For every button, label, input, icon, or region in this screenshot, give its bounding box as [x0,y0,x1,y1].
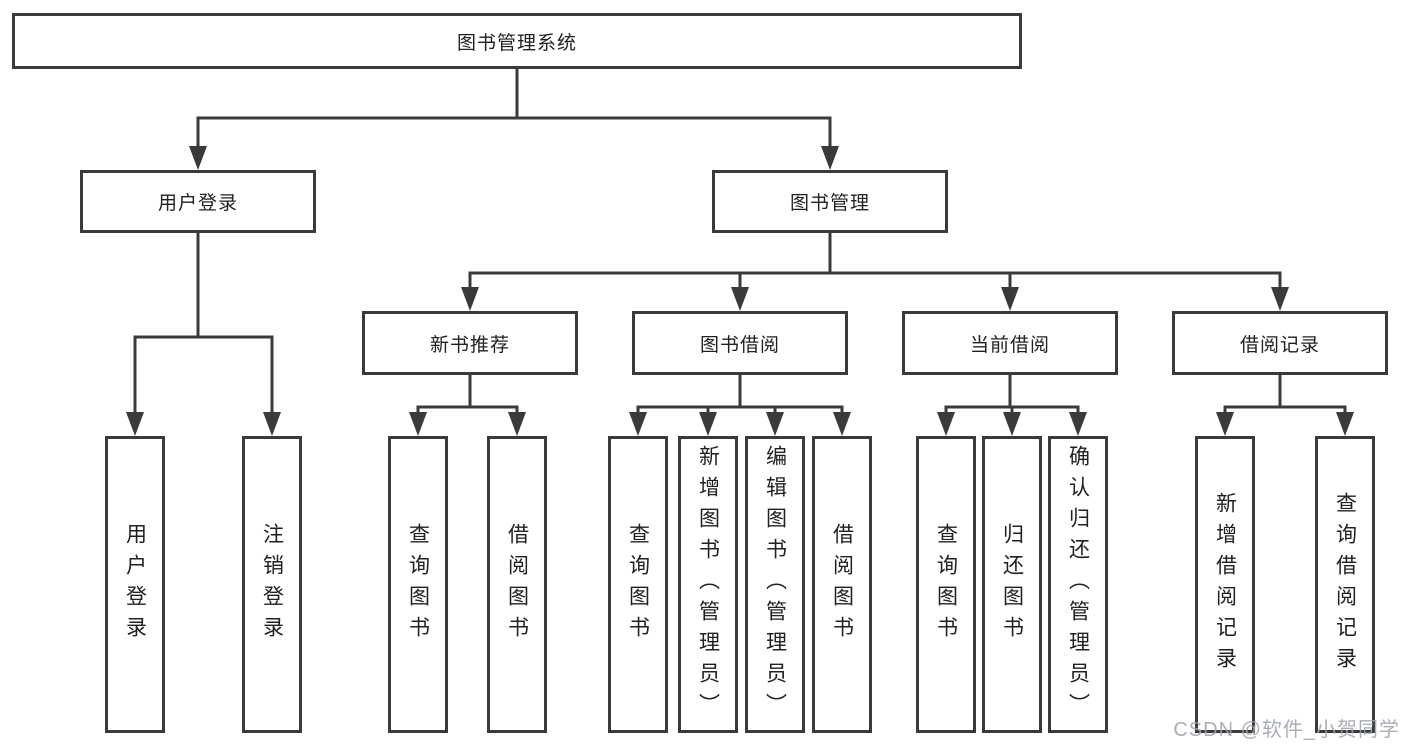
connector-borrow [629,374,851,436]
node-leaf-user-login: 用户登录 [105,436,165,733]
watermark-text: CSDN @软件_小贺同学 [1173,719,1400,741]
arrow-into-leaf-br-query [1336,412,1354,436]
node-leaf-bb-add: 新增图书（管理员） [678,436,738,733]
arrow-into-leaf-logout [263,412,281,436]
arrow-into-leaf-bb-add [699,412,717,436]
node-leaf-nb-borrow: 借阅图书 [487,436,547,733]
connector-current [937,374,1087,436]
node-leaf-br-query: 查询借阅记录 [1315,436,1375,733]
node-records: 借阅记录 [1172,311,1388,375]
node-leaf-cb-query: 查询图书 [916,436,976,733]
arrow-into-leaf-cb-confirm [1069,412,1087,436]
connector-system [189,68,839,170]
node-borrow: 图书借阅 [632,311,848,375]
connector-mgmt [461,232,1289,311]
arrow-into-leaf-bb-query [629,412,647,436]
node-current: 当前借阅 [902,311,1118,375]
arrow-into-leaf-bb-edit [766,412,784,436]
arrow-into-new-books [461,287,479,311]
arrow-into-leaf-nb-borrow [508,412,526,436]
node-leaf-cb-return: 归还图书 [982,436,1042,733]
node-leaf-bb-borrow: 借阅图书 [812,436,872,733]
arrow-into-leaf-bb-borrow [833,412,851,436]
arrow-into-leaf-cb-return [1003,412,1021,436]
node-leaf-logout: 注销登录 [242,436,302,733]
node-leaf-nb-query: 查询图书 [388,436,448,733]
arrow-into-current [1001,287,1019,311]
connector-login [126,232,281,436]
node-leaf-br-add: 新增借阅记录 [1195,436,1255,733]
node-login: 用户登录 [80,170,316,233]
arrow-into-leaf-br-add [1216,412,1234,436]
node-mgmt: 图书管理 [712,170,948,233]
arrow-into-leaf-cb-query [937,412,955,436]
arrow-into-borrow [731,287,749,311]
node-leaf-bb-edit: 编辑图书（管理员） [745,436,805,733]
node-leaf-cb-confirm: 确认归还（管理员） [1048,436,1108,733]
arrow-into-mgmt [821,146,839,170]
connector-new-books [409,374,526,436]
node-system: 图书管理系统 [12,13,1022,69]
node-new-books: 新书推荐 [362,311,578,375]
arrow-into-leaf-nb-query [409,412,427,436]
arrow-into-records [1271,287,1289,311]
node-leaf-bb-query: 查询图书 [608,436,668,733]
connector-records [1216,374,1354,436]
arrow-into-leaf-user-login [126,412,144,436]
arrow-into-login [189,146,207,170]
